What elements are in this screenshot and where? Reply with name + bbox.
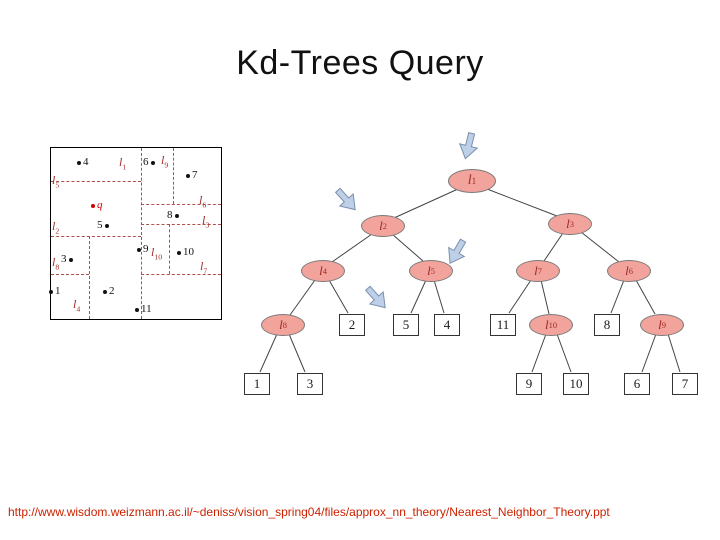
partition-line-l6 bbox=[141, 204, 221, 205]
point-11: 11 bbox=[135, 304, 152, 315]
point-dot bbox=[150, 160, 155, 165]
tree-leaf-9: 9 bbox=[516, 373, 542, 395]
point-dot bbox=[174, 213, 179, 218]
partition-line-l3 bbox=[141, 224, 221, 225]
point-dot bbox=[104, 223, 109, 228]
point-dot bbox=[186, 173, 190, 178]
point-dot bbox=[91, 203, 95, 208]
partition-line-l7 bbox=[141, 274, 221, 275]
tree-leaf-2: 2 bbox=[339, 314, 365, 336]
tree-leaf-7: 7 bbox=[672, 373, 698, 395]
line-label-l7: l7 bbox=[200, 259, 208, 276]
point-10: 10 bbox=[177, 247, 194, 258]
down-arrow-icon bbox=[448, 238, 467, 265]
point-4: 4 bbox=[77, 157, 89, 168]
line-label-l4: l4 bbox=[73, 297, 81, 314]
line-label-l5: l5 bbox=[52, 173, 60, 190]
point-6: 6 bbox=[143, 157, 155, 168]
point-dot bbox=[137, 247, 141, 252]
line-label-l10: l10 bbox=[151, 245, 163, 262]
point-dot bbox=[103, 289, 107, 294]
partition-line-l2 bbox=[51, 236, 141, 237]
line-label-l3: l3 bbox=[202, 213, 210, 230]
point-1: 1 bbox=[49, 286, 61, 297]
point-8: 8 bbox=[167, 210, 179, 221]
tree-leaf-3: 3 bbox=[297, 373, 323, 395]
down-arrow-icon bbox=[458, 132, 479, 160]
kd-space-diagram: l1 l9 l5 l6 l3 l2 l10 l8 l7 l4 4 6 7 q 8… bbox=[49, 147, 222, 320]
down-arrow-icon bbox=[364, 285, 386, 309]
line-label-l8: l8 bbox=[52, 255, 60, 272]
tree-leaf-6: 6 bbox=[624, 373, 650, 395]
point-9: 9 bbox=[137, 244, 149, 255]
page-title: Kd-Trees Query bbox=[236, 44, 484, 82]
partition-line-l8 bbox=[51, 274, 89, 275]
point-2: 2 bbox=[103, 286, 115, 297]
partition-line-l4 bbox=[89, 236, 90, 319]
line-label-l6: l6 bbox=[199, 193, 207, 210]
point-dot bbox=[49, 289, 53, 294]
line-label-l1: l1 bbox=[119, 155, 127, 172]
tree-leaf-1: 1 bbox=[244, 373, 270, 395]
tree-leaf-5: 5 bbox=[393, 314, 419, 336]
point-dot bbox=[177, 250, 181, 255]
line-label-l2: l2 bbox=[52, 219, 60, 236]
partition-line-l10 bbox=[169, 224, 170, 274]
down-arrow-icon bbox=[334, 187, 356, 211]
tree-leaf-8: 8 bbox=[594, 314, 620, 336]
point-5: 5 bbox=[97, 220, 109, 231]
tree-leaf-4: 4 bbox=[434, 314, 460, 336]
partition-line-l5 bbox=[51, 181, 141, 182]
point-dot bbox=[68, 257, 73, 262]
query-point-q: q bbox=[91, 200, 103, 211]
point-dot bbox=[135, 307, 139, 312]
point-3: 3 bbox=[61, 254, 73, 265]
point-7: 7 bbox=[186, 170, 198, 181]
line-label-l9: l9 bbox=[161, 153, 169, 170]
point-dot bbox=[77, 160, 81, 165]
partition-line-l1 bbox=[141, 148, 142, 319]
source-url: http://www.wisdom.weizmann.ac.il/~deniss… bbox=[8, 505, 610, 519]
tree-leaf-10: 10 bbox=[563, 373, 589, 395]
partition-line-l9 bbox=[173, 148, 174, 204]
tree-leaf-11: 11 bbox=[490, 314, 516, 336]
